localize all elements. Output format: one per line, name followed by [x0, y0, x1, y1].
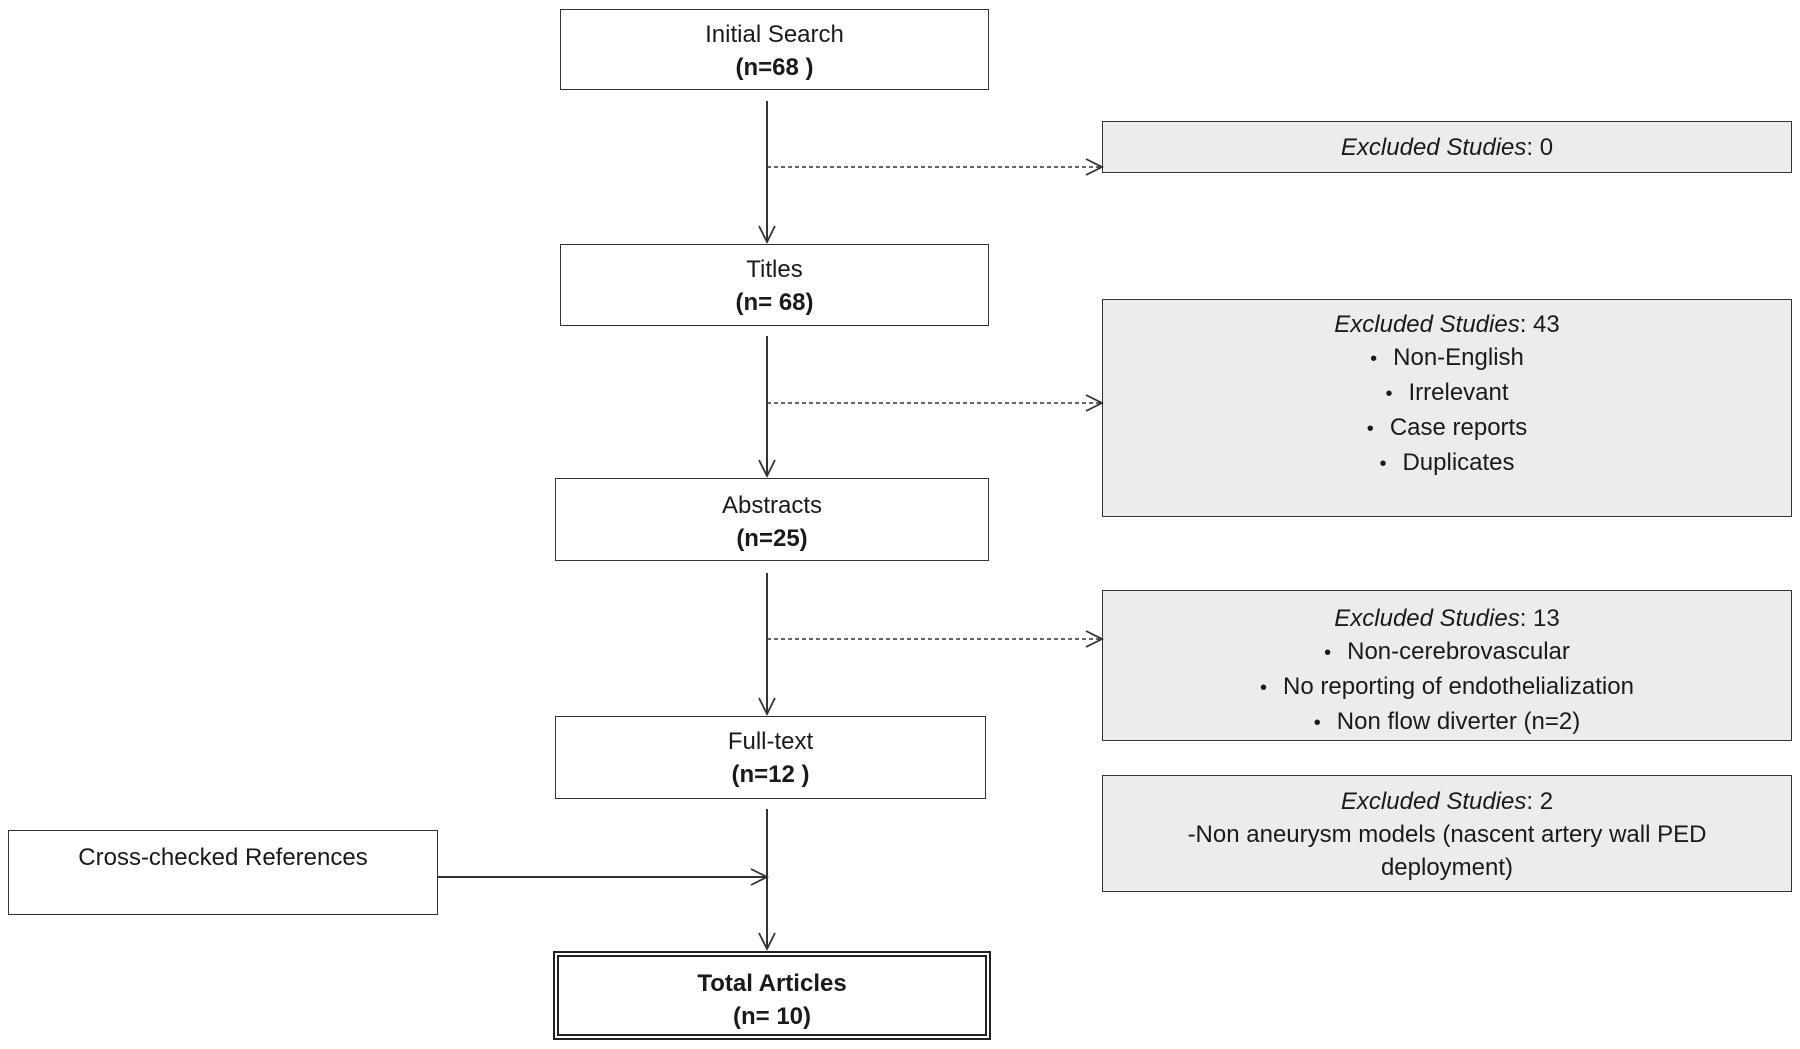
total-articles-count: (n= 10) — [732, 1003, 812, 1030]
excluded-item: Irrelevant — [1103, 376, 1791, 411]
abstracts-count: (n=25) — [736, 525, 808, 552]
initial-search-title: Initial Search — [705, 21, 844, 48]
abstracts-title: Abstracts — [721, 492, 823, 519]
excluded-list-3: Non-cerebrovascular No reporting of endo… — [1103, 635, 1791, 740]
excluded-item: No reporting of endothelialization — [1103, 670, 1791, 705]
excluded-text-4a: -Non aneurysm models (nascent artery wal… — [1187, 821, 1707, 848]
excluded-box-2: Excluded Studies: 43 Non-English Irrelev… — [1102, 299, 1792, 517]
excluded-count-2: : 43 — [1519, 311, 1560, 338]
abstracts-box: Abstracts (n=25) — [555, 478, 989, 561]
total-articles-title: Total Articles — [697, 970, 847, 997]
excluded-item: Duplicates — [1103, 446, 1791, 481]
excluded-item: Non-cerebrovascular — [1103, 635, 1791, 670]
excluded-item: Non-English — [1103, 341, 1791, 376]
excluded-box-4: Excluded Studies: 2 -Non aneurysm models… — [1102, 775, 1792, 892]
excluded-label-3: Excluded Studies — [1334, 605, 1520, 632]
references-label: Cross-checked References — [78, 844, 368, 871]
excluded-count-3: : 13 — [1519, 605, 1560, 632]
total-articles-box: Total Articles (n= 10) — [553, 951, 991, 1040]
excluded-box-1: Excluded Studies: 0 — [1102, 121, 1792, 173]
excluded-item: Case reports — [1103, 411, 1791, 446]
excluded-list-2: Non-English Irrelevant Case reports Dupl… — [1103, 341, 1791, 481]
fulltext-title: Full-text — [727, 728, 814, 755]
fulltext-box: Full-text (n=12 ) — [555, 716, 986, 799]
excluded-count-1: : 0 — [1526, 134, 1554, 161]
excluded-label-4: Excluded Studies — [1340, 788, 1527, 815]
titles-box: Titles (n= 68) — [560, 244, 989, 326]
titles-count: (n= 68) — [735, 289, 814, 316]
excluded-label-1: Excluded Studies — [1340, 134, 1527, 161]
excluded-text-4b: deployment) — [1380, 854, 1514, 881]
initial-search-count: (n=68 ) — [735, 54, 814, 81]
titles-title: Titles — [746, 256, 803, 283]
excluded-item: Non flow diverter (n=2) — [1103, 705, 1791, 740]
excluded-count-4: : 2 — [1526, 788, 1554, 815]
excluded-label-2: Excluded Studies — [1334, 311, 1520, 338]
initial-search-box: Initial Search (n=68 ) — [560, 9, 989, 90]
excluded-box-3: Excluded Studies: 13 Non-cerebrovascular… — [1102, 590, 1792, 741]
fulltext-count: (n=12 ) — [731, 761, 810, 788]
references-box: Cross-checked References — [8, 830, 438, 915]
